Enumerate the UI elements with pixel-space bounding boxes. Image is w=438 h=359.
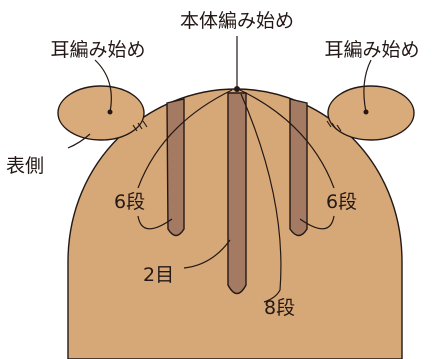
leader-rows-left	[137, 89, 233, 230]
leader-right-side	[67, 133, 91, 149]
body-start-dot	[234, 86, 240, 92]
strip-center	[227, 92, 247, 295]
strip-left	[166, 98, 185, 237]
label-right-side: 表側	[6, 155, 44, 177]
label-body-start: 本体編み始め	[180, 10, 294, 32]
leader-ear-right	[363, 59, 372, 113]
label-stitches: 2目	[143, 264, 174, 286]
leader-stitches	[183, 239, 231, 269]
leader-ear-left	[94, 59, 112, 113]
ear-join-marks-left	[132, 120, 148, 132]
label-rows-center: 8段	[264, 297, 295, 319]
leader-rows-center	[240, 93, 282, 303]
leader-rows-right	[239, 89, 335, 230]
ear-join-marks-right	[326, 120, 342, 132]
label-ear-start-right: 耳編み始め	[324, 39, 419, 61]
label-ear-start-left: 耳編み始め	[50, 39, 145, 61]
ear-right	[327, 85, 415, 141]
strip-right	[289, 98, 308, 237]
label-rows-right: 6段	[326, 191, 357, 213]
label-rows-left: 6段	[114, 191, 145, 213]
ear-left	[57, 85, 145, 141]
